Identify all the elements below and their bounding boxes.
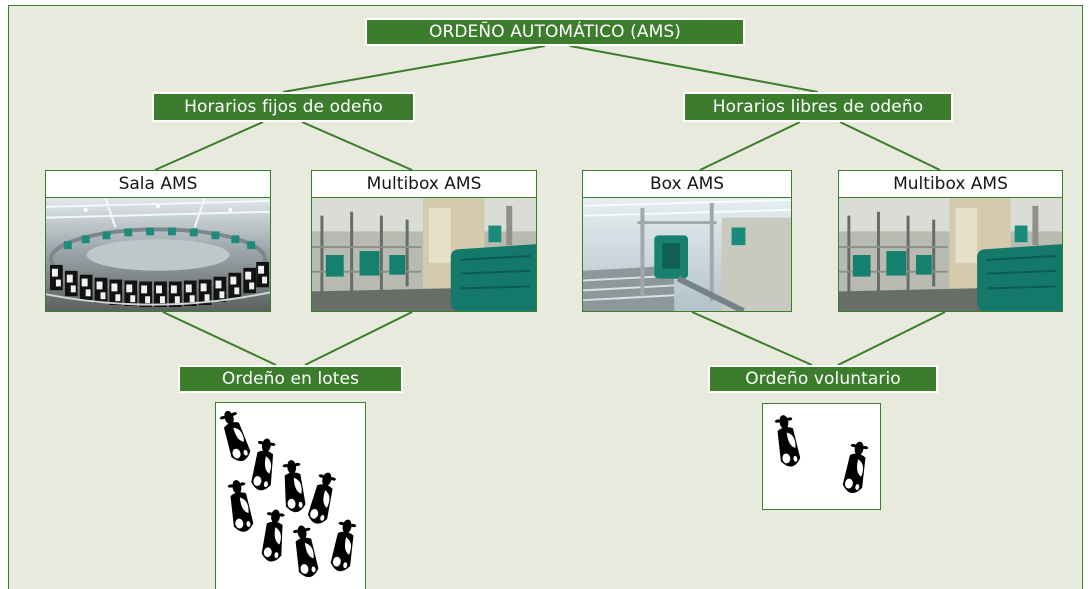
outcome-batch-milking: Ordeño en lotes (178, 365, 403, 393)
parlor-center-floor (86, 239, 230, 271)
system-label-box-ams: Box AMS (582, 170, 792, 198)
system-label-multibox-ams-free: Multibox AMS (838, 170, 1063, 198)
rotary-parlor-photo (45, 197, 271, 312)
rotary-parlor-image (46, 198, 270, 311)
robot-arm (676, 275, 745, 311)
system-label-multibox-ams-fixed: Multibox AMS (311, 170, 537, 198)
multibox-photo-free (838, 197, 1063, 312)
cow-icon (841, 440, 870, 495)
connector-fixed-to-sala (154, 121, 264, 171)
teal-robot-unit (654, 235, 688, 279)
connector-free-to-box (699, 121, 801, 171)
connector-multibox-to-batches (304, 311, 413, 366)
connector-multibox-to-voluntary (837, 311, 946, 366)
cow-icon (773, 413, 802, 469)
parlor-teal-units (63, 227, 256, 250)
outcome-voluntary-milking: Ordeño voluntario (708, 365, 938, 393)
parlor-front-rail (46, 291, 270, 306)
connector-root-to-free (569, 45, 819, 93)
cow-group-icon (215, 402, 366, 589)
multibox-image-free (839, 198, 1062, 311)
connector-free-to-multibox (839, 121, 941, 171)
cow-icon (329, 517, 358, 573)
cow-pair-icon (762, 403, 881, 510)
root-title: ORDEÑO AUTOMÁTICO (AMS) (365, 18, 745, 46)
box-robot-image (583, 198, 791, 311)
cow-icon (225, 478, 255, 534)
cow-icon (306, 470, 339, 526)
cow-group-graphic (217, 408, 358, 579)
ceiling-beams (46, 198, 270, 228)
box-robot-photo (582, 197, 792, 312)
branch-fixed-schedule: Horarios fijos de odeño (152, 92, 415, 122)
connector-fixed-to-multibox (301, 121, 413, 171)
cow-icon (260, 508, 287, 563)
barn-ceiling (583, 198, 791, 217)
cow-icon (250, 437, 278, 492)
connector-root-to-fixed (282, 45, 546, 93)
cow-icon (217, 408, 253, 464)
multibox-image-fixed (312, 198, 536, 311)
connector-box-to-voluntary (691, 311, 813, 366)
cow-icon (281, 459, 307, 514)
system-label-sala-ams: Sala AMS (45, 170, 271, 198)
cow-pair-graphic (773, 413, 870, 495)
cow-icon (291, 523, 320, 579)
multibox-photo-fixed (311, 197, 537, 312)
branch-free-schedule: Horarios libres de odeño (683, 92, 953, 122)
connector-sala-to-batches (162, 311, 277, 366)
